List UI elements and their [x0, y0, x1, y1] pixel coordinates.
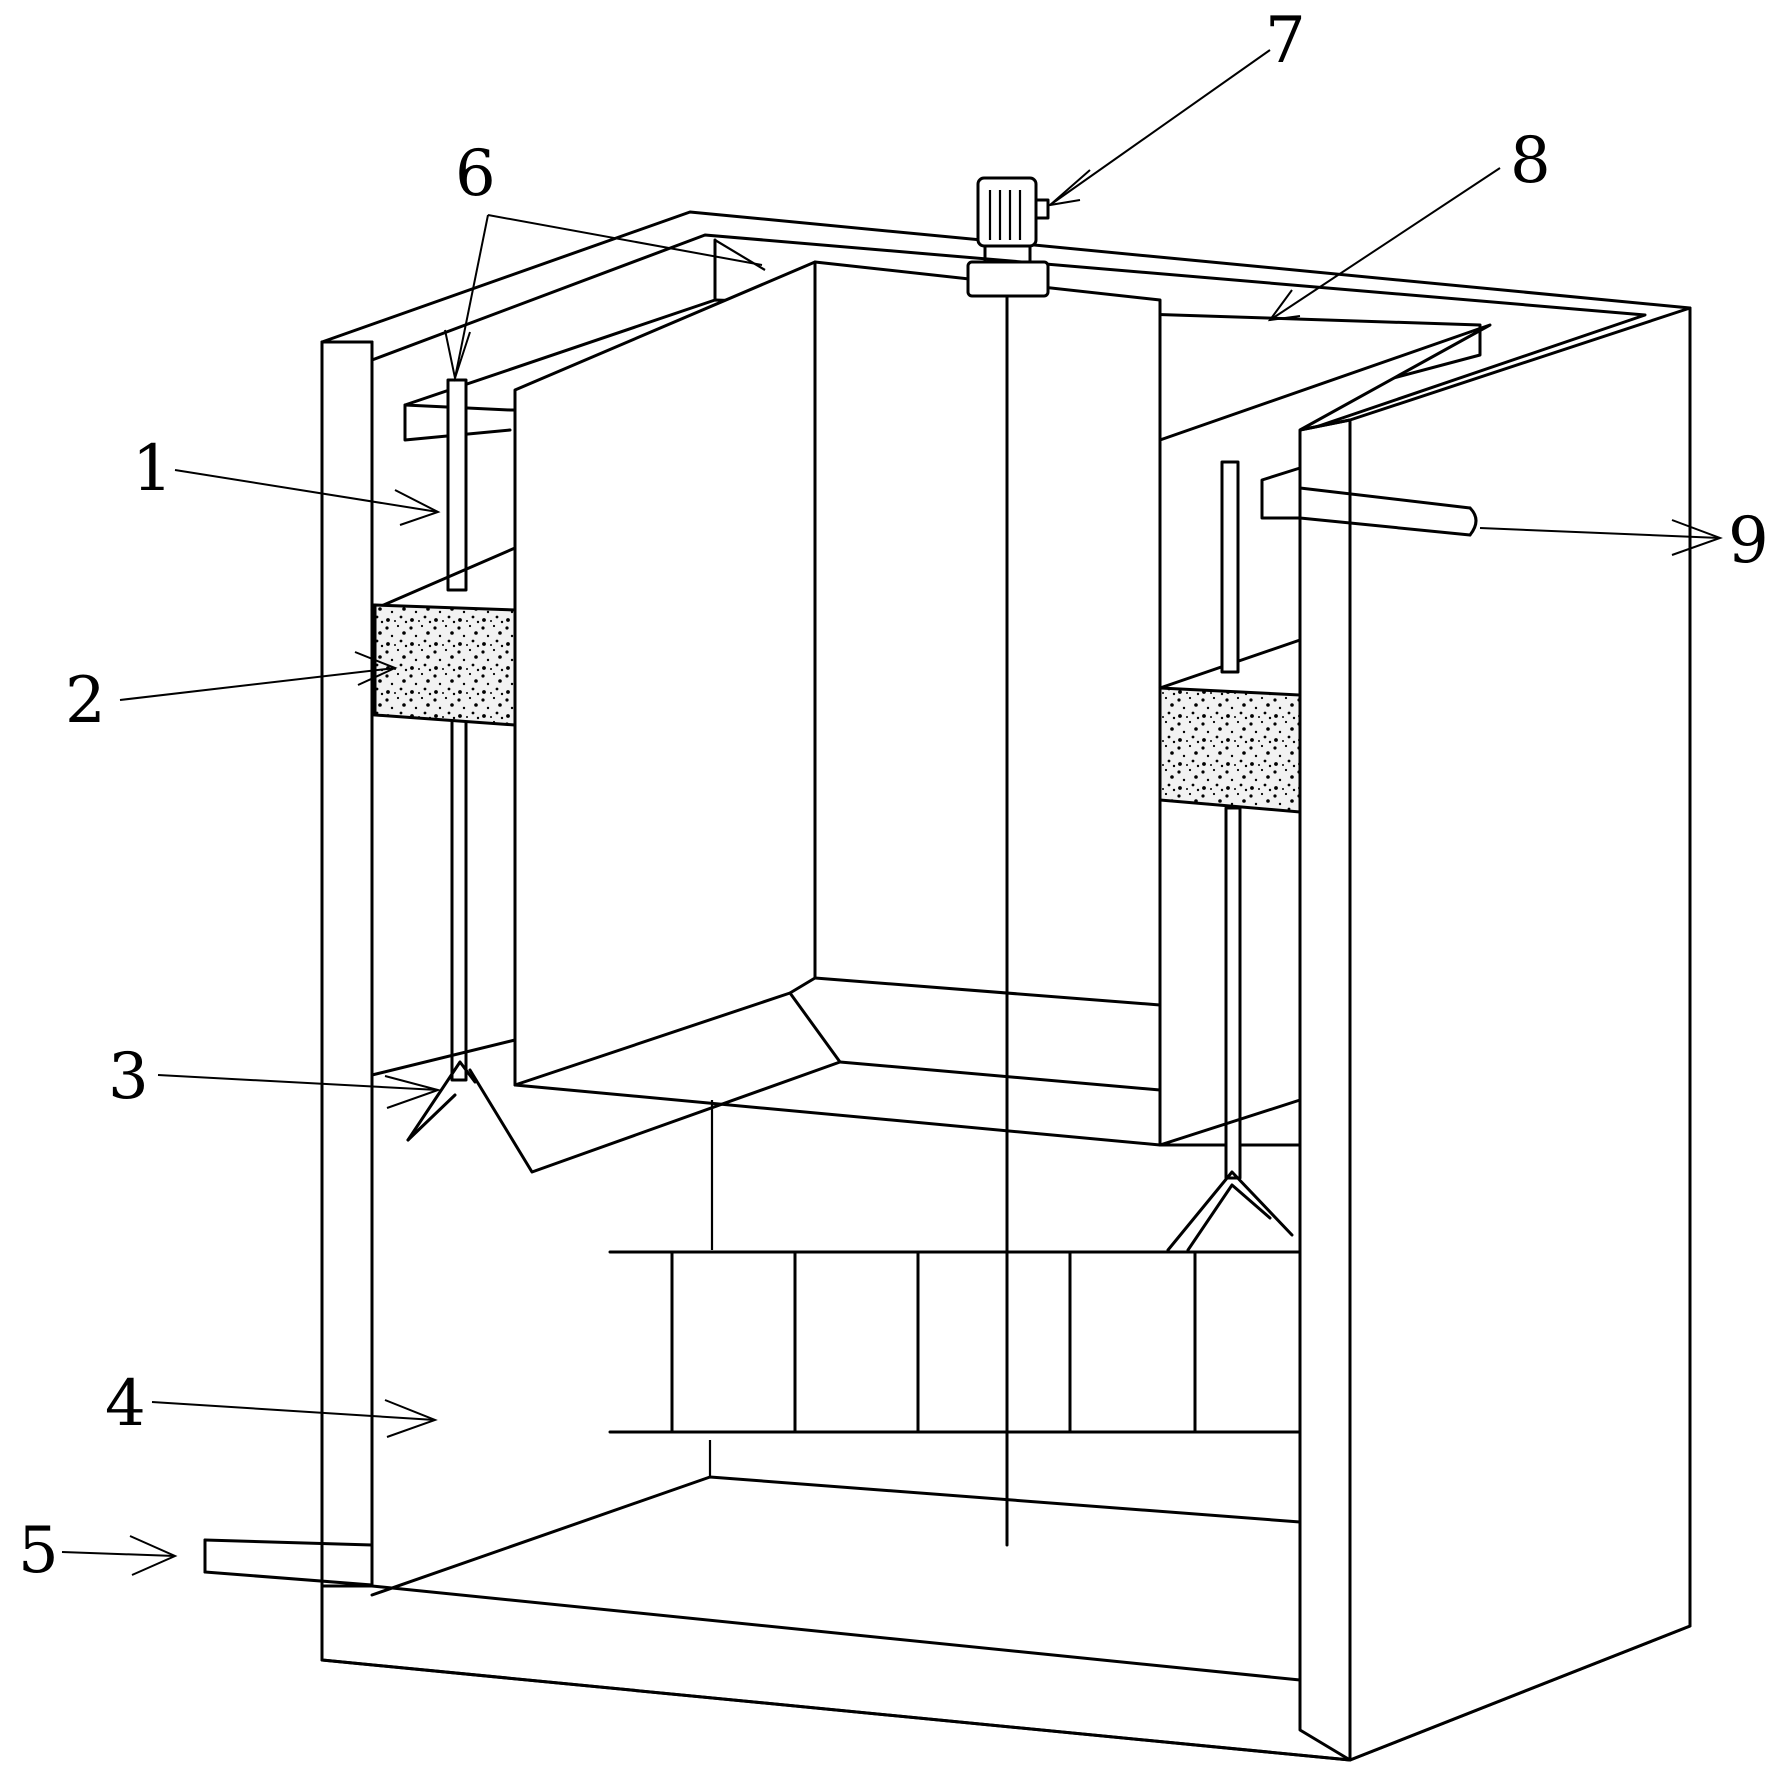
- label-7: 7: [1265, 4, 1306, 78]
- left-diffuser-cone: [406, 1060, 477, 1142]
- label-8: 8: [1510, 124, 1551, 198]
- tank-right-face: [1348, 306, 1692, 1762]
- left-front-post: [320, 340, 374, 1588]
- left-filter-layer: [373, 603, 517, 727]
- central-column: [468, 260, 1492, 1250]
- leader-lines: [61, 49, 1723, 1576]
- left-riser-lower: [450, 718, 468, 1082]
- motor-icon: [976, 176, 1038, 248]
- label-6: 6: [455, 137, 496, 211]
- label-5: 5: [18, 1514, 59, 1588]
- label-4: 4: [105, 1367, 146, 1441]
- media-block: [608, 1250, 1302, 1434]
- right-riser-upper: [1220, 460, 1240, 674]
- left-riser-upper: [446, 378, 468, 592]
- left-riser: [370, 378, 517, 1082]
- right-riser: [1158, 460, 1302, 1252]
- right-front-post: [1298, 418, 1352, 1762]
- column-body: [513, 260, 1162, 1147]
- label-1: 1: [132, 432, 173, 506]
- right-filter-layer: [1158, 686, 1302, 814]
- right-riser-lower: [1224, 806, 1242, 1180]
- outlet-pipe: [1260, 466, 1478, 537]
- label-9: 9: [1728, 504, 1769, 578]
- inlet-pipe: [203, 1538, 374, 1587]
- label-2: 2: [65, 664, 106, 738]
- label-3: 3: [108, 1040, 149, 1114]
- callout-labels: 1 2 3 4 5 6 7 8 9: [18, 4, 1769, 1588]
- motor-mount: [966, 260, 1050, 298]
- stirrer-assembly: [966, 176, 1050, 1547]
- tank-top-rim-inner: [370, 233, 1647, 432]
